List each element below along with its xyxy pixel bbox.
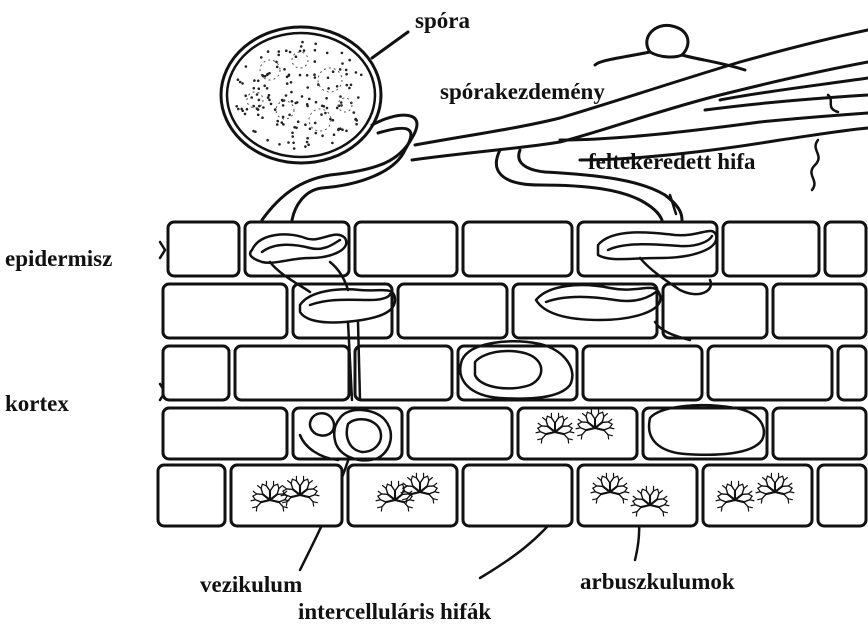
cell-row-1 <box>723 222 819 276</box>
label-feltekeredett-hifa: feltekeredett hifa <box>588 150 756 173</box>
cell-row-5 <box>463 465 572 526</box>
cell-row-5 <box>348 465 457 526</box>
cell-row-1 <box>463 222 572 276</box>
cell-row-3 <box>355 346 452 400</box>
cell-row-2 <box>293 284 392 338</box>
cell-row-4 <box>518 408 637 459</box>
cell-row-5 <box>578 465 697 526</box>
cell-row-3 <box>583 346 702 400</box>
cell-row-2 <box>513 284 657 338</box>
cell-row-4 <box>408 408 512 459</box>
label-intercellularis-hifak: intercelluláris hifák <box>298 600 491 623</box>
cell-row-5 <box>158 465 225 526</box>
cell-row-2 <box>398 284 507 338</box>
cell-row-1 <box>168 222 239 276</box>
label-spora: spóra <box>415 9 470 32</box>
cell-row-4 <box>163 408 287 459</box>
cell-row-1 <box>245 222 349 276</box>
cell-row-5 <box>818 465 866 526</box>
cell-row-3 <box>838 346 866 400</box>
label-vezikulum: vezikulum <box>200 573 302 596</box>
cell-row-1 <box>355 222 457 276</box>
cell-row-2 <box>163 284 287 338</box>
external-hyphae <box>262 25 868 220</box>
cell-row-3 <box>235 346 349 400</box>
cell-row-4 <box>643 408 767 459</box>
cell-row-3 <box>163 346 229 400</box>
label-epidermisz: epidermisz <box>5 247 112 270</box>
cell-row-4 <box>773 408 866 459</box>
root-cell-layers <box>158 222 866 526</box>
label-sporakezdemeny: spórakezdemény <box>440 80 605 103</box>
cell-row-2 <box>663 284 767 338</box>
cell-row-1 <box>825 222 866 276</box>
label-kortex: kortex <box>5 392 69 415</box>
label-arbuszkulumok: arbuszkulumok <box>580 570 735 593</box>
cell-row-2 <box>773 284 866 338</box>
cell-row-3 <box>708 346 832 400</box>
spore <box>221 27 381 163</box>
